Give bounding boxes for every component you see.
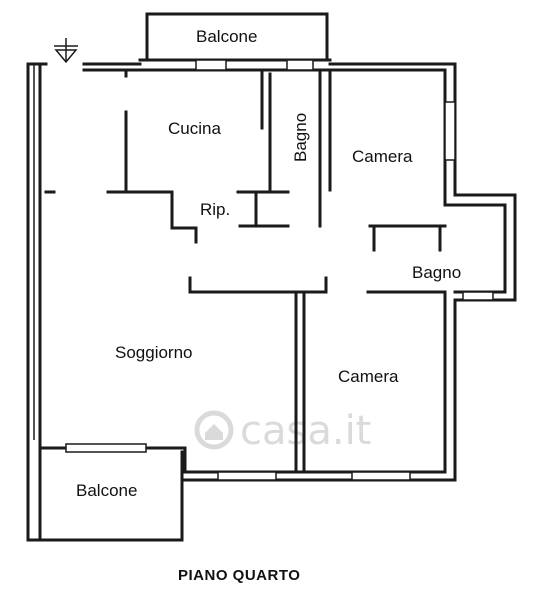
room-label-camera-1: Camera [352, 147, 413, 166]
room-label-camera-2: Camera [338, 367, 399, 386]
entrance-arrow-icon [54, 38, 78, 64]
floor-label: PIANO QUARTO [178, 567, 300, 584]
room-label-bagno-2: Bagno [412, 263, 461, 282]
room-label-balcone-bottom: Balcone [76, 481, 137, 500]
watermark-text: casa.it [240, 408, 371, 454]
room-label-soggiorno: Soggiorno [115, 343, 193, 362]
room-label-bagno-1: Bagno [291, 113, 310, 162]
room-label-cucina: Cucina [168, 119, 221, 138]
house-logo-icon [194, 410, 234, 450]
room-label-balcone-top: Balcone [196, 27, 257, 46]
outer-walls [26, 58, 517, 542]
balcony-bottom [26, 450, 184, 542]
interior-walls [44, 68, 447, 474]
watermark: casa.it [194, 408, 371, 454]
room-label-ripostiglio: Rip. [200, 200, 230, 219]
